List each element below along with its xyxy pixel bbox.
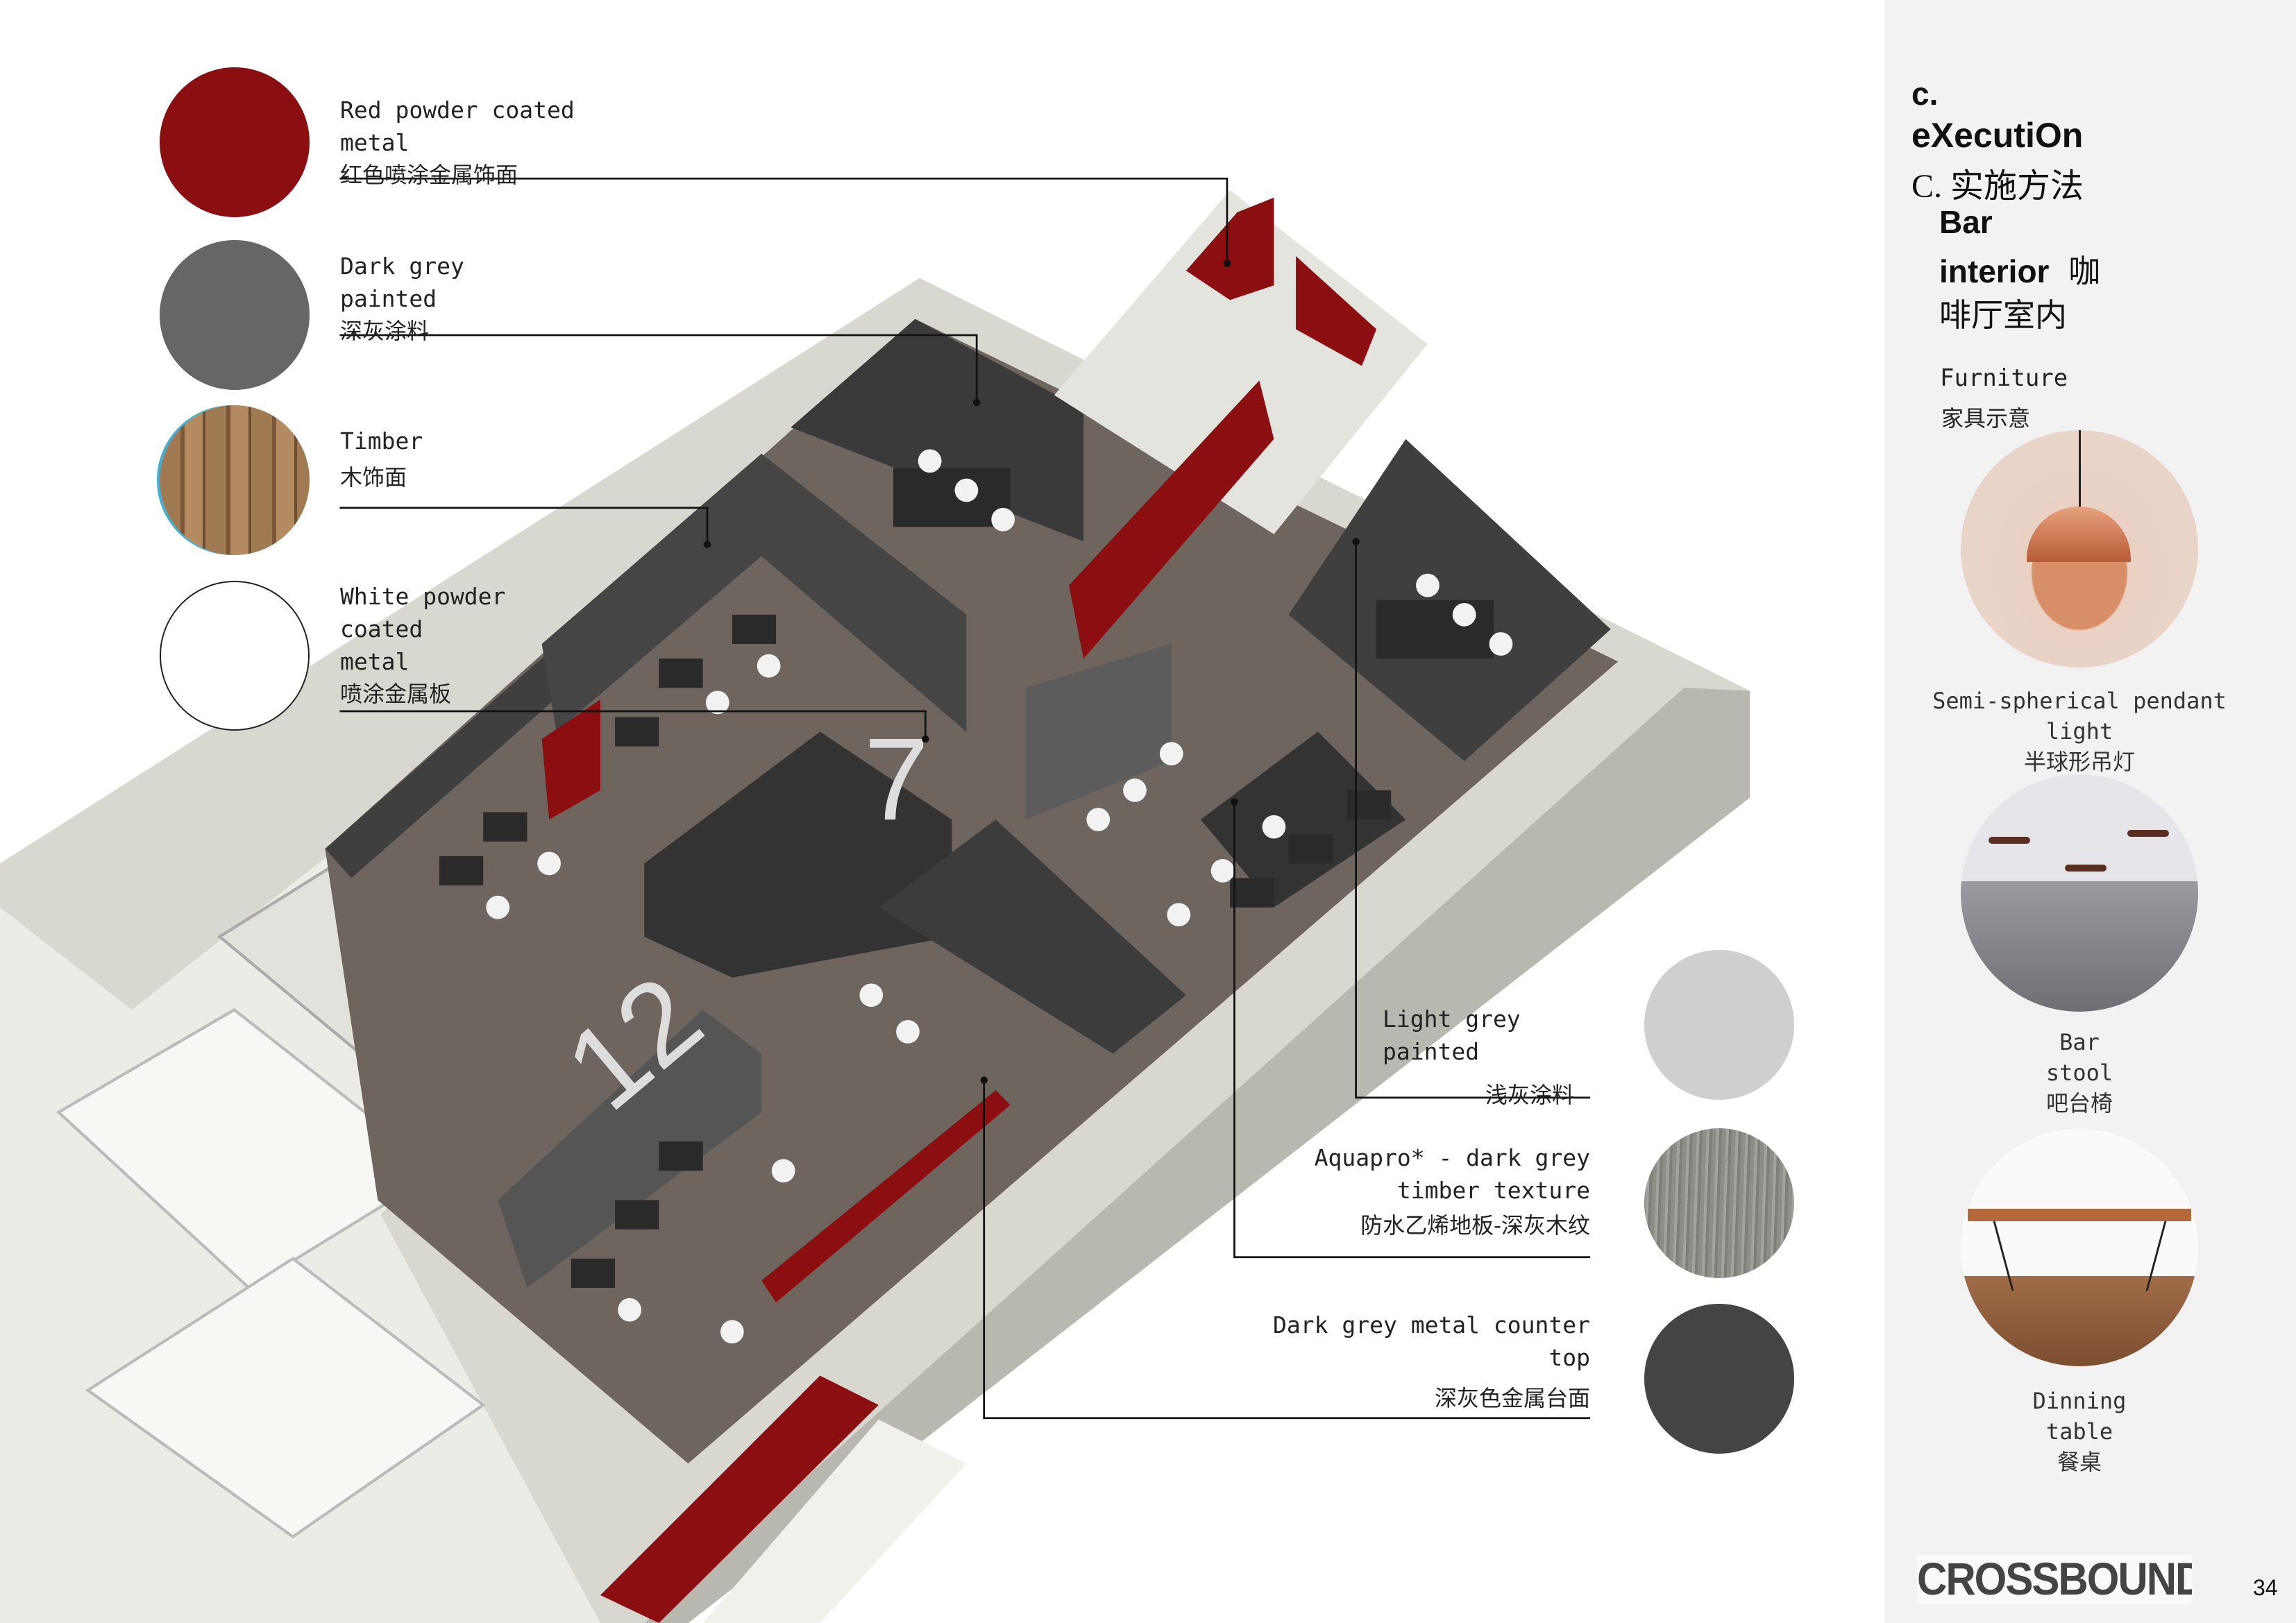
- bar-stool-photo: [1961, 774, 2198, 1012]
- subtitle-zh: 啡厅室内: [1939, 298, 2067, 333]
- section-title-zh: C. 实施方法: [1911, 168, 2084, 205]
- subtitle-interior: interior 咖: [1939, 253, 2101, 289]
- crossboundaries-logo: CROSSBOUNDARIES: [1917, 1554, 2192, 1604]
- page-number: 34: [2253, 1575, 2278, 1600]
- swatch-timber: [160, 405, 310, 555]
- swatch-light-grey: [1644, 950, 1794, 1100]
- swatch-dark-counter: [1644, 1304, 1794, 1454]
- swatch-dark-grey: [160, 240, 310, 390]
- swatch-aquapro-timber: [1644, 1128, 1794, 1278]
- section-title: eXecutiOn: [1911, 116, 2084, 155]
- furniture-heading-zh: 家具示意: [1941, 405, 2031, 432]
- pendant-light-photo: [1961, 430, 2198, 668]
- leader-lines: [339, 177, 1591, 1420]
- svg-text:7: 7: [864, 713, 929, 844]
- furniture-heading: Furniture: [1940, 364, 2068, 392]
- label-light-grey-zh: 浅灰涂料: [1485, 1082, 1575, 1108]
- section-letter: c.: [1911, 76, 1939, 112]
- swatch-white-metal: [160, 581, 310, 731]
- swatch-red-metal: [160, 67, 310, 217]
- stair-core: [1054, 190, 1428, 534]
- dining-table-photo: [1961, 1129, 2198, 1366]
- subtitle-bar: Bar: [1939, 204, 1993, 240]
- red-accent: [1069, 380, 1274, 659]
- slab-edge: [644, 688, 1750, 1623]
